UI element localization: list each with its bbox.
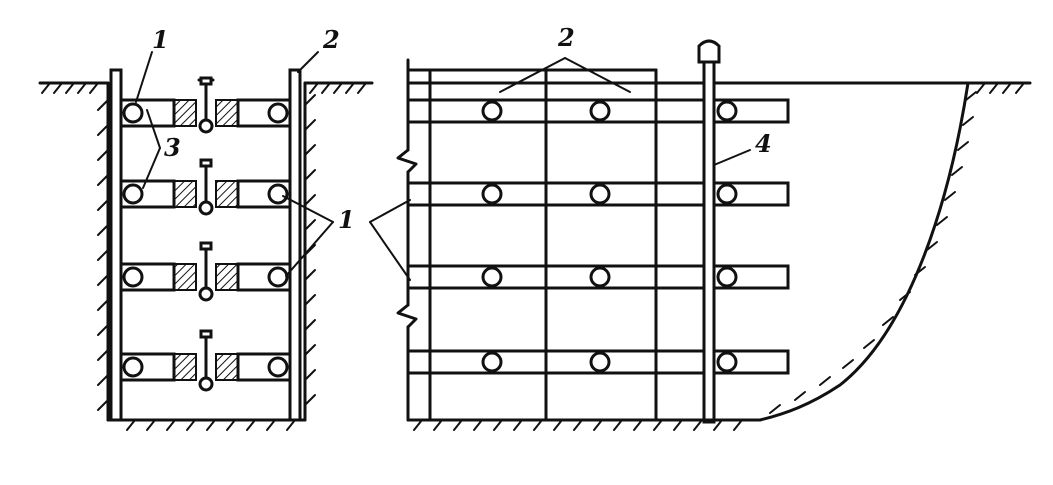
waler-log-end <box>122 183 144 205</box>
ground-surface-left <box>38 81 374 94</box>
post-cap <box>697 39 721 64</box>
label-driven-post: 4 <box>755 129 772 158</box>
screw-jack-handle <box>198 200 214 216</box>
waler-row-1 <box>406 98 790 124</box>
waler-log-end <box>122 102 144 124</box>
waler-row-4 <box>406 349 790 375</box>
waler-log-end <box>122 266 144 288</box>
waler-log-end <box>267 183 289 205</box>
trench-wall-right <box>303 81 316 422</box>
label-sheeting: 2 <box>557 23 575 52</box>
screw-jack-handle <box>198 118 214 134</box>
left-cross-section: 1 2 3 1 <box>38 25 374 431</box>
ground-surface-right <box>966 81 1032 94</box>
screw-jack-handle <box>198 376 214 392</box>
strut-row-1 <box>119 76 292 134</box>
leader-lines-right <box>369 57 751 281</box>
screw-jack-handle <box>198 286 214 302</box>
strut-row-3 <box>119 241 292 302</box>
right-longitudinal-section: 2 4 <box>369 23 1032 431</box>
excavation-slope <box>758 81 977 422</box>
leader-lines-left <box>135 51 334 277</box>
label-board: 2 <box>322 25 340 54</box>
waler-log-end <box>267 356 289 378</box>
trench-bottom-right <box>406 418 762 431</box>
strut-row-2 <box>119 158 292 216</box>
waler-row-2 <box>406 181 790 207</box>
trench-bottom-left <box>106 418 307 431</box>
trench-wall-left <box>97 81 110 422</box>
vertical-post-right <box>288 68 302 422</box>
label-waler: 1 <box>338 205 355 234</box>
sheeting-panel-lines <box>428 68 658 422</box>
waler-log-end <box>122 356 144 378</box>
label-strut: 3 <box>164 133 181 162</box>
driven-post <box>697 39 721 424</box>
strut-row-4 <box>119 329 292 392</box>
waler-row-3 <box>406 264 790 290</box>
waler-log-end <box>267 266 289 288</box>
vertical-post-left <box>109 68 123 422</box>
waler-log-end <box>267 102 289 124</box>
label-post: 1 <box>152 25 169 54</box>
